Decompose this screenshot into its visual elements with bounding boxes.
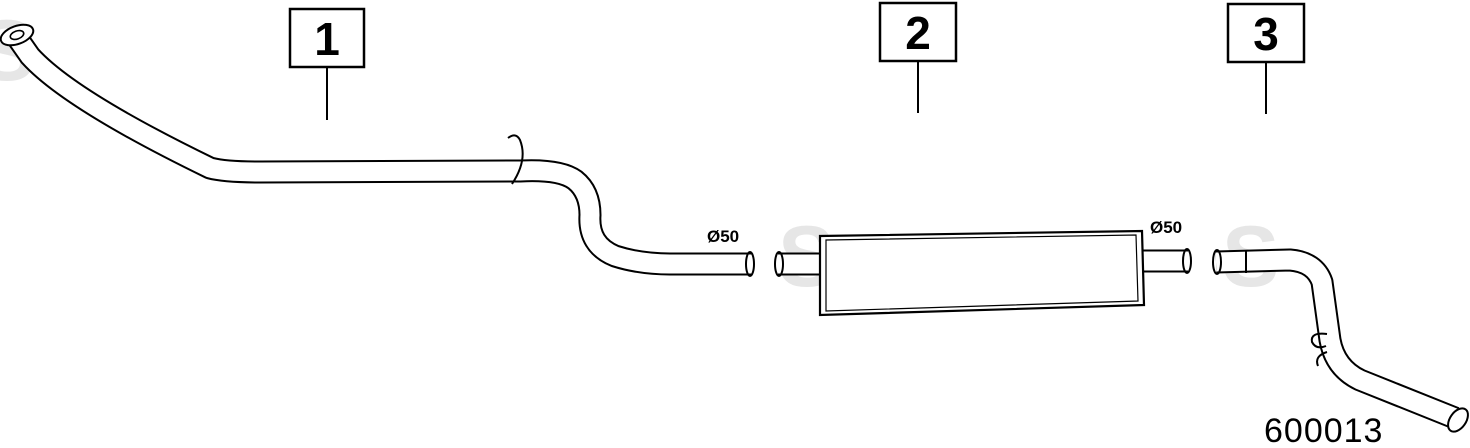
front-pipe-diameter-label: Ø50 (707, 227, 739, 246)
front-pipe-outline (6, 29, 752, 276)
muffler-body (818, 229, 1146, 317)
muffler-outlet-end-cap (1182, 248, 1192, 274)
hanger-hook-icon (507, 134, 524, 185)
inlet-flange-hole-icon (9, 29, 25, 41)
tail-pipe-body (1215, 250, 1459, 427)
diagram-part-number: 600013 (1264, 412, 1383, 448)
muffler-inlet-end-cap (774, 251, 784, 277)
callout-2-label: 2 (905, 7, 931, 59)
front-pipe-body (8, 30, 752, 274)
callout-3: 3 (1226, 2, 1306, 114)
center-muffler (774, 229, 1192, 317)
callout-1-box (288, 7, 366, 69)
callout-3-box (1226, 2, 1306, 64)
callout-2: 2 (878, 1, 958, 113)
tail-pipe (1212, 248, 1469, 433)
muffler-inner-rim (825, 234, 1139, 312)
front-pipe-end-cap (745, 251, 755, 277)
callout-2-box (878, 1, 958, 63)
callout-3-label: 3 (1253, 8, 1279, 60)
tail-hanger-hook-icon (1310, 332, 1328, 367)
callout-1: 1 (288, 7, 366, 120)
callout-1-label: 1 (314, 13, 340, 65)
muffler-outlet-diameter-label: Ø50 (1150, 218, 1182, 237)
tail-pipe-outlet-icon (1447, 407, 1469, 433)
front-pipe (0, 23, 755, 277)
tail-pipe-inlet-cap (1212, 249, 1222, 275)
